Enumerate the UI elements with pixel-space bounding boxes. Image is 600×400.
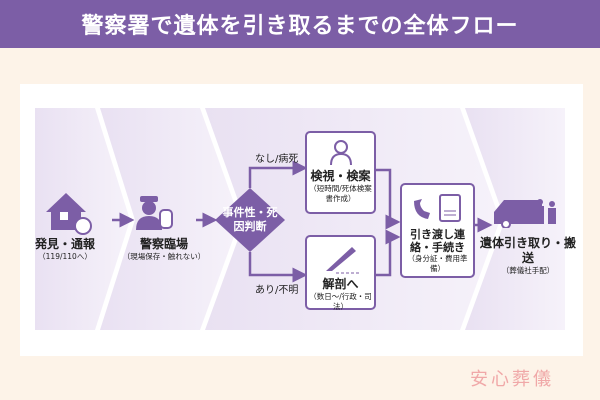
logo: 安心葬儀 — [470, 369, 554, 390]
step-discovery: 発見・通報（119/110へ） — [34, 237, 95, 261]
arrow-upper — [248, 160, 308, 188]
step-handover-box: 引き渡し連絡・手続き（身分証・費用準備） — [400, 183, 475, 278]
hearse-family-icon — [492, 196, 562, 232]
kaibo-sub: （数日〜/行政・司法） — [309, 292, 372, 311]
police-officer-hand-icon — [136, 196, 173, 230]
scalpel-icon — [322, 243, 362, 279]
step-kaibo-box: 解剖へ（数日〜/行政・司法） — [305, 235, 376, 311]
handover-sub: （身分証・費用準備） — [407, 254, 468, 273]
branch-upper-label: なし/病死 — [255, 154, 299, 165]
branch-lower-label: あり/不明 — [255, 285, 299, 296]
decision-label: 事件性・死因判断 — [222, 206, 278, 233]
kaibo-label: 解剖へ — [322, 277, 359, 291]
page-title: 警察署で遺体を引き取るまでの全体フロー — [0, 0, 600, 48]
step-police: 警察臨場（現場保存・触れない） — [122, 237, 206, 261]
decision-diamond — [215, 188, 285, 252]
arrow-lower — [248, 252, 308, 283]
kensa-label: 検視・検案 — [310, 169, 371, 183]
step-kensa-box: 検視・検案（短時間/死体検案書作成） — [305, 131, 376, 214]
house-phone-icon — [46, 193, 92, 235]
arrow-kaibo — [376, 229, 401, 277]
arrow-kensa — [376, 168, 401, 230]
step-transport: 遺体引き取り・搬送（葬儀社手配） — [479, 236, 576, 275]
handover-label: 引き渡し連絡・手続き — [410, 228, 465, 254]
doctor-icon — [330, 139, 352, 166]
kensa-sub: （短時間/死体検案書作成） — [309, 184, 372, 203]
phone-document-icon — [410, 193, 466, 227]
